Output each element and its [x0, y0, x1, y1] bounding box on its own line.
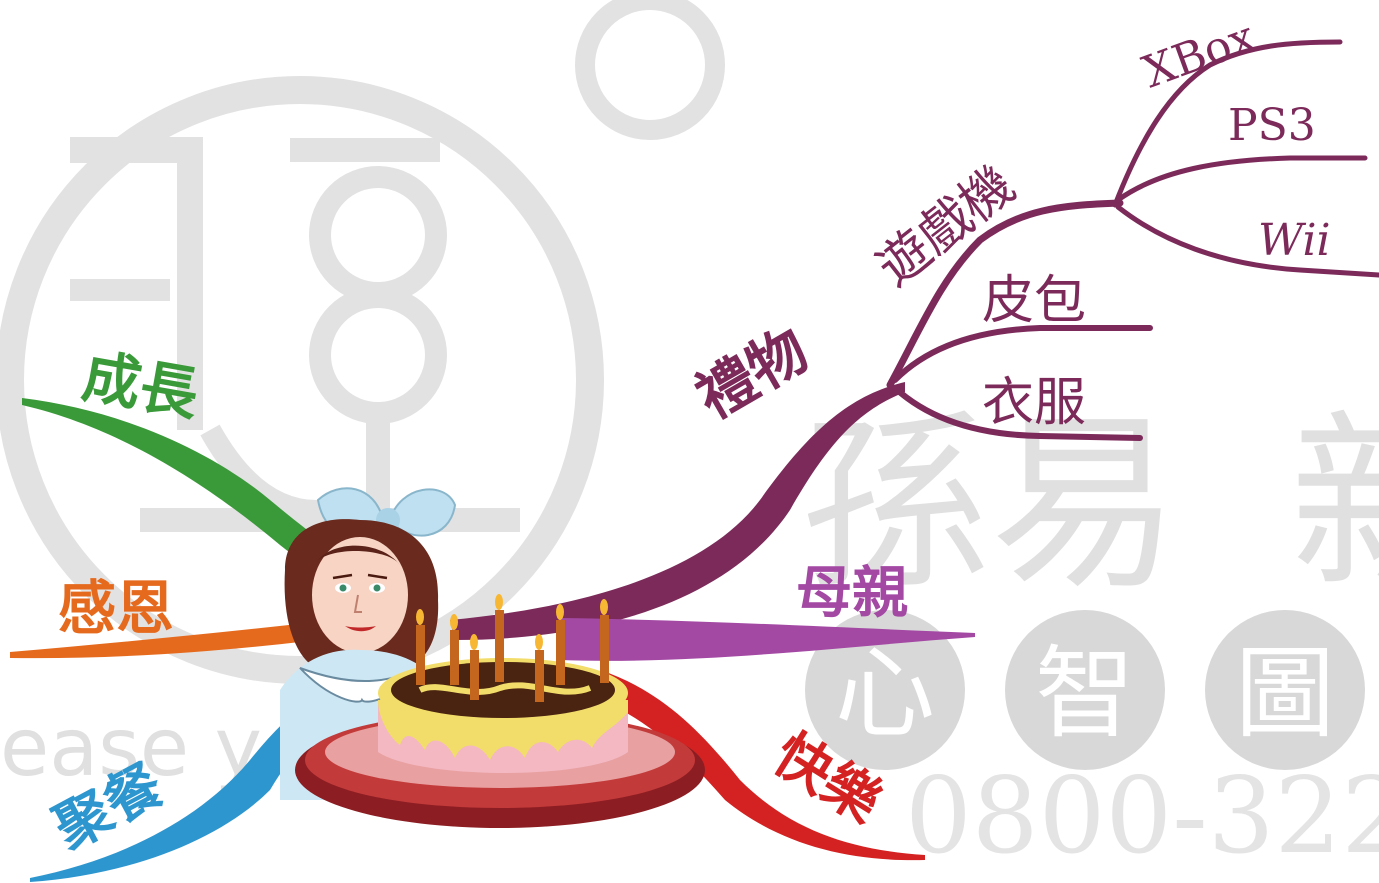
label-gratitude: 感恩 — [58, 574, 174, 642]
watermark-logo-dot — [575, 0, 725, 140]
branch-gifts — [450, 382, 905, 640]
watermark-logo-stroke — [70, 137, 203, 430]
watermark-circles: 心 智 圖 — [805, 610, 1365, 770]
leaf-line-xbox — [1112, 39, 1343, 208]
label-bag: 皮包 — [982, 271, 1086, 331]
face — [312, 537, 408, 653]
subbranch-bag — [892, 325, 1153, 383]
watermark-circle-3: 圖 — [1235, 635, 1335, 752]
label-wii: Wii — [1258, 215, 1331, 266]
label-mother: 母親 — [796, 561, 908, 626]
birthday-girl-with-cake — [280, 487, 705, 828]
leaf-line-wii — [1115, 204, 1379, 278]
watermark-circle-1: 心 — [835, 635, 935, 752]
branch-gratitude — [10, 608, 430, 659]
subbranch-clothes — [892, 385, 1143, 441]
subbranch-consoles — [886, 199, 1124, 389]
gift-subbranches — [886, 39, 1379, 441]
watermark-phone: 0800-322-9 — [905, 755, 1379, 877]
label-clothes: 衣服 — [982, 373, 1086, 433]
branch-mother — [560, 618, 975, 661]
candles — [416, 594, 609, 702]
watermark-brand-trailing: 新 — [1290, 394, 1379, 615]
leaf-line-ps3 — [1115, 155, 1368, 203]
label-ps3: PS3 — [1228, 100, 1316, 151]
watermark-circle-2: 智 — [1035, 635, 1135, 752]
branch-happy — [600, 670, 925, 861]
label-xbox: XBox — [1136, 11, 1262, 98]
